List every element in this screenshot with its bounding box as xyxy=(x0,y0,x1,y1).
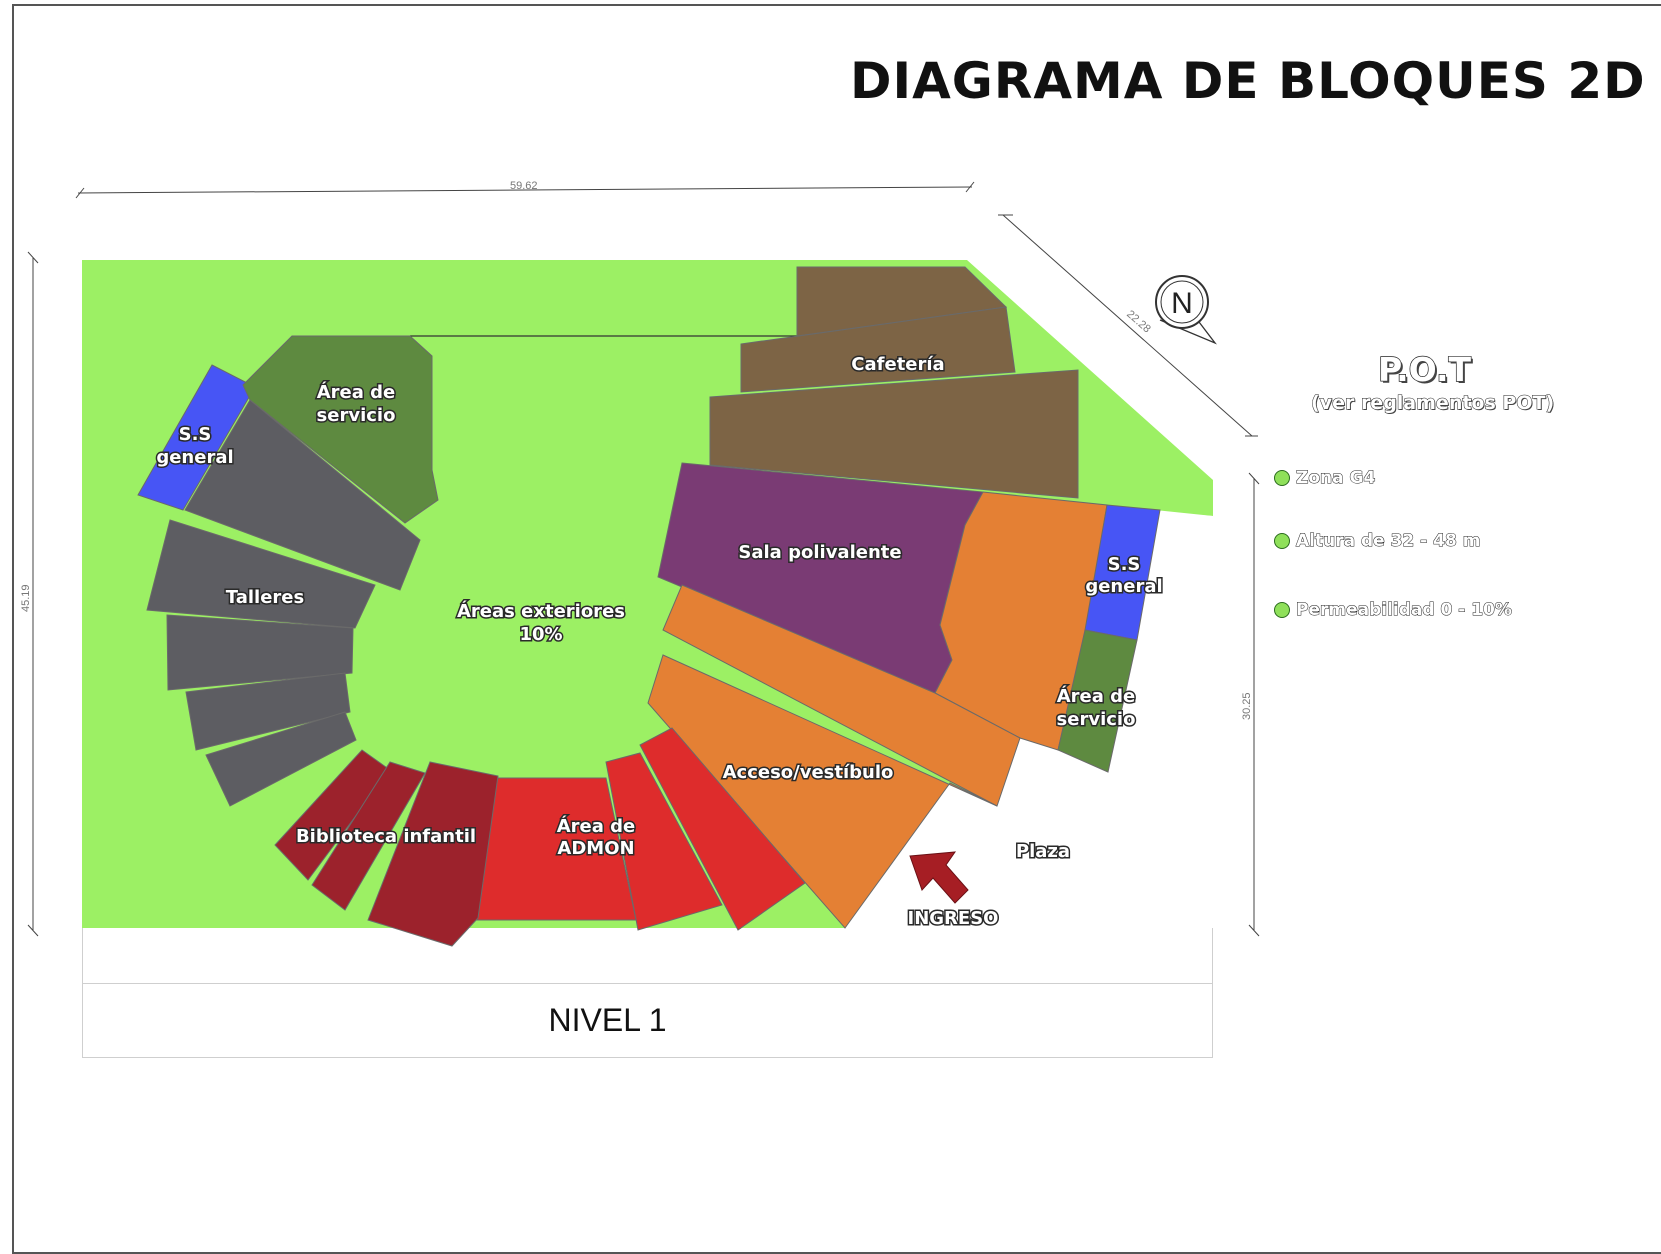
pot-item-zona: Zona G4 xyxy=(1274,468,1376,489)
ss-general-left-label-1: S.S xyxy=(179,424,212,445)
dimension-lines xyxy=(27,181,1260,937)
dimension-diagonal-label: 22.28 xyxy=(1124,308,1153,335)
orange-blocks xyxy=(647,491,1108,929)
ss-general-right-label-2: general xyxy=(1085,576,1162,597)
pot-item-permeabilidad-text: Permeabilidad 0 - 10% xyxy=(1296,600,1513,621)
plaza-label: Plaza xyxy=(1016,841,1070,862)
pot-item-zona-text: Zona G4 xyxy=(1295,468,1376,489)
acceso-vestibulo-label: Acceso/vestíbulo xyxy=(723,762,894,783)
pot-item-altura-text: Altura de 32 - 48 m xyxy=(1295,531,1481,552)
north-arrow-icon: N xyxy=(1155,275,1217,345)
ingreso-label: INGRESO xyxy=(908,908,999,929)
areas-exteriores-label-1: Áreas exteriores xyxy=(457,600,625,622)
area-servicio-left-label-1: Área de xyxy=(317,381,396,403)
area-admon-label-1: Área de xyxy=(557,815,636,837)
talleres-blocks xyxy=(146,399,421,807)
biblioteca-infantil-label: Biblioteca infantil xyxy=(296,826,476,847)
level-label: NIVEL 1 xyxy=(82,983,1213,1058)
servicio-right-block xyxy=(1057,629,1138,773)
ss-general-left-label-2: general xyxy=(156,447,233,468)
pot-item-permeabilidad: Permeabilidad 0 - 10% xyxy=(1274,600,1513,621)
pot-subtitle: (ver reglamentos POT) xyxy=(1310,392,1555,415)
areas-exteriores-label-2: 10% xyxy=(519,624,562,645)
green-dot-icon xyxy=(1274,470,1290,486)
page-title: DIAGRAMA DE BLOQUES 2D xyxy=(850,52,1646,110)
ss-general-right-label-1: S.S xyxy=(1108,554,1141,575)
pot-title: P.O.T xyxy=(1377,349,1472,389)
admon-blocks xyxy=(475,727,806,931)
ingreso-arrow-icon xyxy=(909,851,969,904)
area-admon-label-2: ADMON xyxy=(557,838,634,859)
green-dot-icon xyxy=(1274,533,1290,549)
green-dot-icon xyxy=(1274,602,1290,618)
area-servicio-right-label-2: servicio xyxy=(1057,709,1136,730)
pot-item-altura: Altura de 32 - 48 m xyxy=(1274,531,1481,552)
cafeteria-label: Cafetería xyxy=(851,354,944,375)
north-label: N xyxy=(1171,287,1193,320)
dimension-right-label: 30.25 xyxy=(1241,692,1253,720)
dimension-top-label: 59.62 xyxy=(510,180,538,192)
cafeteria-block xyxy=(709,266,1079,499)
area-servicio-right-label-1: Área de xyxy=(1057,685,1136,707)
dimension-left-label: 45.19 xyxy=(20,584,32,612)
sala-polivalente-label: Sala polivalente xyxy=(738,542,901,563)
ss-general-left-block xyxy=(137,364,256,511)
biblioteca-blocks xyxy=(274,749,499,947)
servicio-left-block xyxy=(242,335,439,524)
talleres-label: Talleres xyxy=(226,587,304,608)
bottom-strip xyxy=(82,928,1213,984)
area-servicio-left-label-2: servicio xyxy=(317,405,396,426)
